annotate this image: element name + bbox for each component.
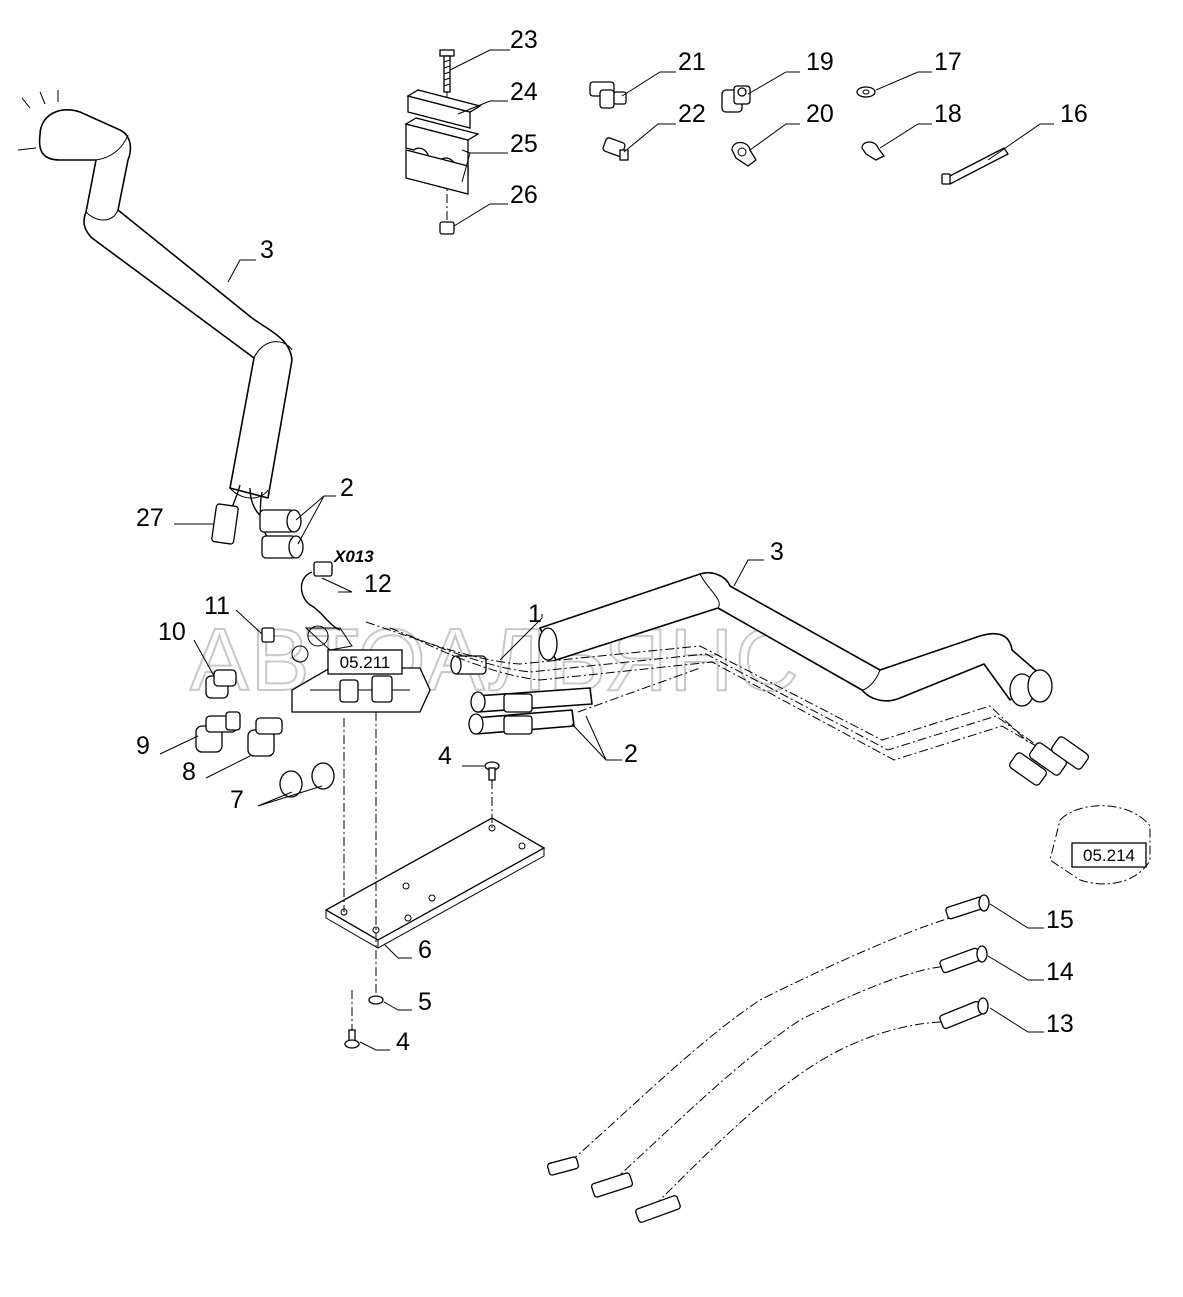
pipe-lines-13-15 — [546, 894, 990, 1223]
callout-26: 26 — [510, 181, 538, 209]
nut-26 — [439, 221, 455, 235]
fitting-27 — [211, 503, 239, 545]
callout-21: 21 — [678, 48, 706, 76]
callout-14: 14 — [1046, 958, 1074, 986]
right-tube-bundle — [538, 571, 1053, 707]
plug-11 — [261, 627, 275, 643]
clip-18 — [861, 141, 885, 161]
callout-3-right: 3 — [770, 538, 784, 566]
callout-4-mid: 4 — [438, 742, 452, 770]
callout-24: 24 — [510, 78, 538, 106]
ref-label-05-211: 05.211 — [340, 653, 391, 672]
callout-18: 18 — [934, 100, 962, 128]
pipe-end-14 — [939, 947, 981, 974]
callout-25: 25 — [510, 130, 538, 158]
mounting-plate-6 — [324, 817, 546, 949]
callout-8: 8 — [182, 758, 196, 786]
callout-20: 20 — [806, 100, 834, 128]
callout-19: 19 — [806, 48, 834, 76]
elbow-8 — [247, 717, 283, 757]
watermark: АВТОАЛЬЯНС — [190, 610, 801, 709]
elbow-9 — [195, 711, 241, 753]
caps-7 — [279, 762, 335, 798]
callout-9: 9 — [136, 732, 150, 760]
leader-lines — [159, 49, 1054, 1051]
pipe-end-13 — [939, 1000, 983, 1030]
connector-harness-12 — [300, 561, 341, 631]
callout-17: 17 — [934, 48, 962, 76]
elbow-fitting-19 — [721, 85, 751, 113]
callout-22: 22 — [678, 100, 706, 128]
callout-16: 16 — [1060, 100, 1088, 128]
ref-box-05-214: 05.214 — [1071, 842, 1147, 868]
dashed-hose-routes — [365, 621, 1061, 761]
upper-tube-bundle — [17, 90, 304, 559]
screw-4-bottom — [344, 1029, 360, 1049]
tee-fitting-21 — [589, 81, 627, 109]
screw-4-mid — [484, 761, 500, 781]
clamp-block-25 — [404, 117, 480, 195]
callout-11: 11 — [204, 592, 230, 620]
callout-labels: 23 24 25 26 21 22 19 20 17 18 16 3 27 2 … — [136, 26, 1088, 1056]
fitting-1 — [450, 655, 487, 675]
washer-5 — [368, 995, 384, 1005]
callout-15: 15 — [1046, 906, 1074, 934]
callout-6: 6 — [418, 936, 432, 964]
callout-7: 7 — [230, 786, 244, 814]
callout-12: 12 — [364, 570, 392, 598]
adapter-22 — [602, 137, 629, 161]
clip-20 — [731, 141, 757, 167]
hoses-2 — [468, 687, 593, 735]
callout-5: 5 — [418, 988, 432, 1016]
bolt-23 — [439, 49, 455, 93]
washer-17 — [856, 86, 876, 98]
callout-1: 1 — [528, 600, 542, 628]
quick-couplers — [1009, 736, 1089, 786]
callout-3-top: 3 — [260, 236, 274, 264]
clamp-plate-24 — [406, 89, 482, 129]
valve-block — [291, 625, 431, 713]
callout-13: 13 — [1046, 1010, 1074, 1038]
callout-23: 23 — [510, 26, 538, 54]
callout-4-bottom: 4 — [396, 1028, 410, 1056]
ref-box-05-211: 05.211 — [327, 649, 403, 675]
fitting-10 — [205, 669, 237, 699]
connector-code-x013: X013 — [333, 547, 374, 566]
callout-27: 27 — [136, 504, 164, 532]
callout-10: 10 — [158, 618, 186, 646]
callout-2-mid: 2 — [624, 740, 638, 768]
ref-label-05-214: 05.214 — [1083, 846, 1135, 865]
callout-2-top: 2 — [340, 474, 354, 502]
